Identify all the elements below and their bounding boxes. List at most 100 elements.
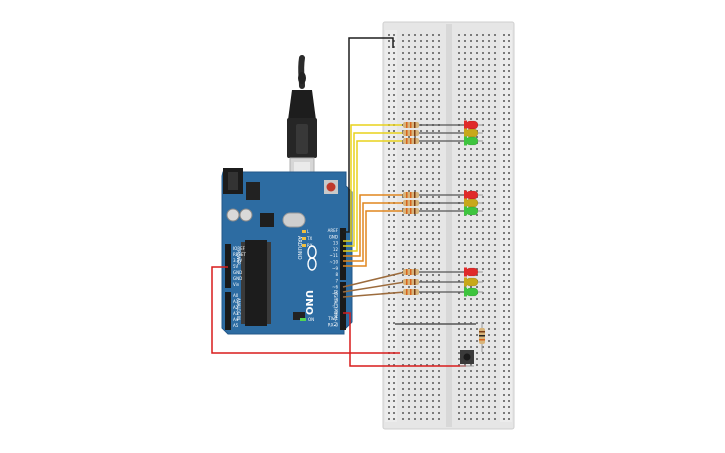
breadboard-hole	[508, 112, 510, 114]
breadboard-hole	[482, 352, 484, 354]
breadboard-hole	[414, 226, 416, 228]
breadboard-hole	[420, 196, 422, 198]
push-button-cap[interactable]	[463, 353, 471, 361]
breadboard-hole	[420, 52, 422, 54]
breadboard-hole	[414, 364, 416, 366]
breadboard-hole	[432, 394, 434, 396]
reset-button[interactable]	[326, 182, 336, 192]
breadboard-hole	[458, 370, 460, 372]
breadboard-hole	[458, 340, 460, 342]
breadboard-hole	[408, 100, 410, 102]
breadboard-hole	[488, 130, 490, 132]
breadboard-hole	[508, 388, 510, 390]
breadboard	[382, 21, 515, 430]
breadboard-hole	[494, 340, 496, 342]
breadboard-hole	[393, 88, 395, 90]
pin-label: GND	[329, 234, 338, 239]
breadboard-hole	[470, 40, 472, 42]
breadboard-hole	[482, 268, 484, 270]
breadboard-hole	[388, 394, 390, 396]
breadboard-hole	[488, 232, 490, 234]
onboard-led-on-label: ON	[308, 317, 314, 322]
breadboard-hole	[508, 220, 510, 222]
breadboard-hole	[482, 112, 484, 114]
breadboard-hole	[464, 232, 466, 234]
capacitor-1	[226, 208, 240, 222]
breadboard-hole	[393, 70, 395, 72]
breadboard-hole	[464, 286, 466, 288]
breadboard-hole	[488, 118, 490, 120]
breadboard-hole	[476, 304, 478, 306]
led-green	[465, 136, 479, 146]
breadboard-hole	[476, 334, 478, 336]
breadboard-hole	[458, 94, 460, 96]
breadboard-hole	[464, 412, 466, 414]
breadboard-hole	[438, 238, 440, 240]
breadboard-hole	[470, 238, 472, 240]
breadboard-hole	[482, 286, 484, 288]
led-red	[465, 267, 479, 277]
breadboard-hole	[470, 34, 472, 36]
resistor-band	[406, 279, 408, 285]
breadboard-hole	[488, 82, 490, 84]
breadboard-hole	[420, 382, 422, 384]
breadboard-hole	[470, 52, 472, 54]
breadboard-hole	[438, 394, 440, 396]
breadboard-hole	[503, 208, 505, 210]
breadboard-hole	[464, 52, 466, 54]
breadboard-hole	[508, 58, 510, 60]
breadboard-hole	[426, 262, 428, 264]
breadboard-hole	[426, 232, 428, 234]
breadboard-hole	[488, 172, 490, 174]
resistor-band	[414, 130, 416, 136]
breadboard-hole	[476, 376, 478, 378]
resistor-band	[410, 138, 412, 144]
led-rim	[464, 198, 467, 208]
wire-pin2-red	[343, 312, 466, 367]
breadboard-hole	[476, 256, 478, 258]
breadboard-hole	[393, 148, 395, 150]
breadboard-hole	[432, 274, 434, 276]
breadboard-hole	[476, 364, 478, 366]
breadboard-hole	[476, 316, 478, 318]
breadboard-hole	[508, 280, 510, 282]
breadboard-hole	[420, 214, 422, 216]
breadboard-hole	[414, 34, 416, 36]
breadboard-hole	[464, 166, 466, 168]
breadboard-hole	[432, 334, 434, 336]
breadboard-hole	[414, 118, 416, 120]
breadboard-hole	[408, 340, 410, 342]
breadboard-hole	[426, 376, 428, 378]
breadboard-hole	[402, 76, 404, 78]
pin-label: RESET	[233, 252, 246, 257]
breadboard-hole	[438, 250, 440, 252]
breadboard-hole	[414, 418, 416, 420]
breadboard-hole	[494, 406, 496, 408]
breadboard-hole	[508, 334, 510, 336]
breadboard-hole	[388, 262, 390, 264]
breadboard-hole	[476, 76, 478, 78]
breadboard-hole	[402, 226, 404, 228]
breadboard-hole	[503, 106, 505, 108]
breadboard-hole	[402, 418, 404, 420]
breadboard-hole	[414, 232, 416, 234]
breadboard-hole	[508, 100, 510, 102]
breadboard-hole	[482, 40, 484, 42]
breadboard-hole	[476, 238, 478, 240]
breadboard-hole	[508, 46, 510, 48]
breadboard-hole	[408, 310, 410, 312]
breadboard-hole	[420, 226, 422, 228]
breadboard-hole	[476, 286, 478, 288]
breadboard-hole	[420, 64, 422, 66]
breadboard-hole	[488, 256, 490, 258]
breadboard-hole	[402, 352, 404, 354]
breadboard-hole	[388, 340, 390, 342]
breadboard-hole	[438, 334, 440, 336]
breadboard-hole	[420, 58, 422, 60]
breadboard-hole	[488, 310, 490, 312]
breadboard-hole	[408, 64, 410, 66]
breadboard-hole	[494, 124, 496, 126]
breadboard-hole	[432, 76, 434, 78]
breadboard-hole	[464, 304, 466, 306]
breadboard-hole	[494, 40, 496, 42]
